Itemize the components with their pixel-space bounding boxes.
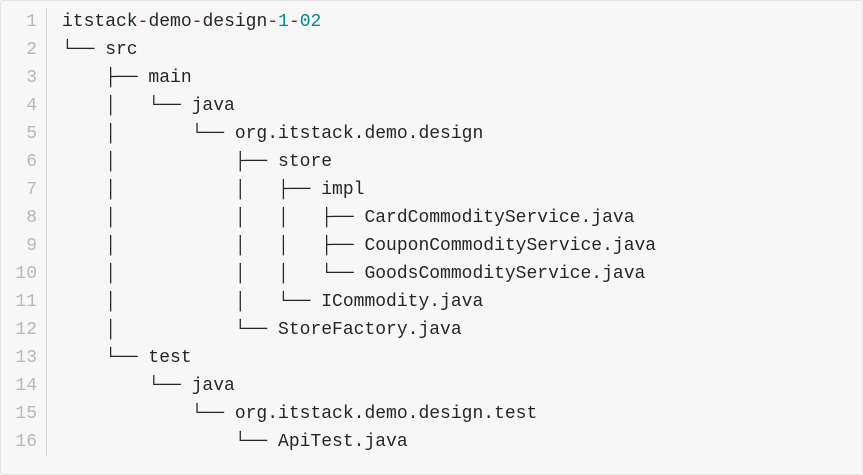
code-segment: └── org.itstack.demo.design.test <box>62 404 538 424</box>
code-line-content: └── org.itstack.demo.design.test <box>47 400 538 428</box>
line-number: 6 <box>1 148 47 176</box>
code-line-content: ├── main <box>47 64 192 92</box>
code-line-content: │ └── org.itstack.demo.design <box>47 120 483 148</box>
code-line-content: │ └── StoreFactory.java <box>47 316 462 344</box>
code-line: 7 │ │ ├── impl <box>1 176 862 204</box>
code-segment: demo <box>148 12 192 32</box>
code-line: 5 │ └── org.itstack.demo.design <box>1 120 862 148</box>
code-segment: 1 <box>278 12 289 32</box>
code-segment: - <box>137 12 149 32</box>
code-line: 9 │ │ │ ├── CouponCommodityService.java <box>1 232 862 260</box>
code-segment: │ ├── store <box>62 152 333 172</box>
code-line: 4 │ └── java <box>1 92 862 120</box>
code-line: 8 │ │ │ ├── CardCommodityService.java <box>1 204 862 232</box>
code-segment: design <box>202 12 268 32</box>
line-number: 16 <box>1 428 47 456</box>
code-line-content: └── test <box>47 344 192 372</box>
code-line-content: │ │ │ ├── CouponCommodityService.java <box>47 232 656 260</box>
code-line: 10 │ │ │ └── GoodsCommodityService.java <box>1 260 862 288</box>
line-number: 14 <box>1 372 47 400</box>
line-number: 15 <box>1 400 47 428</box>
code-segment: └── ApiTest.java <box>62 432 408 452</box>
line-number: 13 <box>1 344 47 372</box>
code-segment: 02 <box>299 12 322 32</box>
code-line-content: itstack-demo-design-1-02 <box>47 8 321 36</box>
code-line: 16 └── ApiTest.java <box>1 428 862 456</box>
line-number: 4 <box>1 92 47 120</box>
code-segment: └── src <box>62 40 138 60</box>
code-line-content: │ │ ├── impl <box>47 176 364 204</box>
code-segment: itstack <box>62 12 138 32</box>
code-line: 15 └── org.itstack.demo.design.test <box>1 400 862 428</box>
code-segment: │ │ └── ICommodity.java <box>62 292 484 312</box>
line-number: 5 <box>1 120 47 148</box>
code-line: 11 │ │ └── ICommodity.java <box>1 288 862 316</box>
code-line: 12 │ └── StoreFactory.java <box>1 316 862 344</box>
code-line-content: │ └── java <box>47 92 235 120</box>
code-segment: │ └── java <box>62 96 235 116</box>
code-line-content: │ │ └── ICommodity.java <box>47 288 483 316</box>
code-line-content: └── src <box>47 36 138 64</box>
line-number: 11 <box>1 288 47 316</box>
code-segment: │ │ │ └── GoodsCommodityService.java <box>62 264 646 284</box>
code-line: 14 └── java <box>1 372 862 400</box>
code-line: 3 ├── main <box>1 64 862 92</box>
code-segment: │ └── StoreFactory.java <box>62 320 462 340</box>
code-line: 2 └── src <box>1 36 862 64</box>
code-line-content: │ ├── store <box>47 148 332 176</box>
code-segment: - <box>267 12 279 32</box>
line-number: 1 <box>1 8 47 36</box>
code-line: 6 │ ├── store <box>1 148 862 176</box>
code-segment: - <box>191 12 203 32</box>
code-line-content: │ │ │ └── GoodsCommodityService.java <box>47 260 645 288</box>
code-segment: └── test <box>62 348 192 368</box>
line-number: 3 <box>1 64 47 92</box>
line-number: 7 <box>1 176 47 204</box>
line-number: 10 <box>1 260 47 288</box>
line-number: 12 <box>1 316 47 344</box>
line-number: 8 <box>1 204 47 232</box>
code-segment: │ └── org.itstack.demo.design <box>62 124 484 144</box>
code-line-content: └── java <box>47 372 235 400</box>
code-segment: │ │ │ ├── CardCommodityService.java <box>62 208 635 228</box>
code-segment: - <box>288 12 300 32</box>
code-line: 13 └── test <box>1 344 862 372</box>
code-line-content: └── ApiTest.java <box>47 428 408 456</box>
code-segment: ├── main <box>62 68 192 88</box>
code-segment: │ │ ├── impl <box>62 180 365 200</box>
code-line-content: │ │ │ ├── CardCommodityService.java <box>47 204 635 232</box>
line-number: 2 <box>1 36 47 64</box>
code-segment: │ │ │ ├── CouponCommodityService.java <box>62 236 657 256</box>
line-number: 9 <box>1 232 47 260</box>
code-segment: └── java <box>62 376 235 396</box>
